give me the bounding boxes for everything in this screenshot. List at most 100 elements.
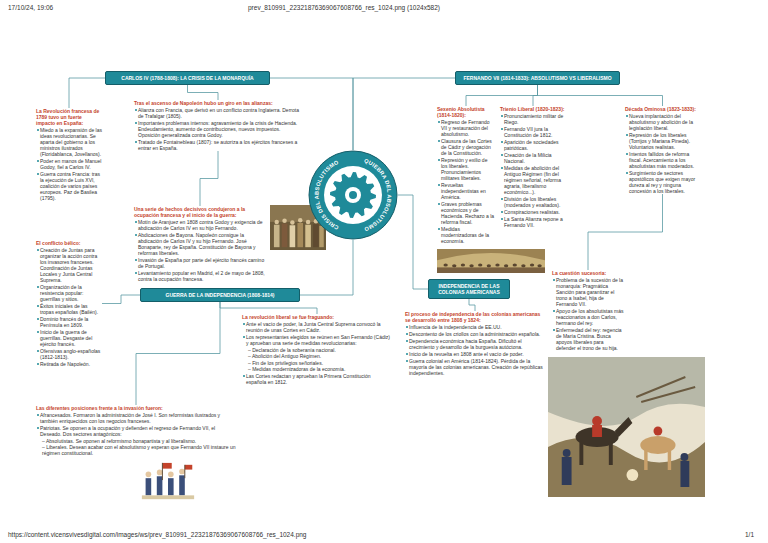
bullet-text: Nueva implantación del absolutismo y abo… xyxy=(625,113,700,131)
bullet-dot xyxy=(406,333,408,335)
text-block: El conflicto bélico:Creación de Juntas p… xyxy=(36,240,102,367)
bullet-dot xyxy=(626,172,628,174)
bullet-dot xyxy=(438,228,440,230)
wheel-outline: CRISIS DEL ABSOLUTISMO QUIEBRA DEL ABSOLU… xyxy=(308,150,398,240)
bullet-dot xyxy=(37,318,39,320)
bullet-text: Fernando VII jura la Constitución de 181… xyxy=(500,126,566,138)
bullet-text: – Liberales. Desean acabar con el absolu… xyxy=(36,444,236,456)
central-wheel: CRISIS DEL ABSOLUTISMO QUIEBRA DEL ABSOLU… xyxy=(308,150,398,240)
bullet-text: Descontento de los criollos con la admin… xyxy=(405,331,545,337)
bullet-text: Tratado de Fontainebleau (1807): se auto… xyxy=(134,139,302,151)
ring-text: CRISIS DEL ABSOLUTISMO xyxy=(313,159,339,231)
bullet-text: Creación de Juntas para organizar la acc… xyxy=(36,247,102,283)
bullet-dot xyxy=(406,360,408,362)
band-title: FERNANDO VII (1814-1833): ABSOLUTISMO VS… xyxy=(460,75,615,81)
bullet-text: Importantes problemas internos: agravami… xyxy=(134,120,302,138)
bullet-dot xyxy=(438,203,440,205)
text-block: Sexenio Absolutista (1814-1820):Regreso … xyxy=(437,106,495,244)
bullet-text: – Abolición del Antiguo Régimen. xyxy=(242,353,392,359)
bullet-dot xyxy=(553,329,555,331)
bullet-dot xyxy=(37,305,39,307)
band-title: GUERRA DE LA INDEPENDENCIA (1808-1814) xyxy=(145,292,295,298)
bullet-dot xyxy=(626,115,628,117)
text-block: La cuestión sucesoria:Problema de la suc… xyxy=(552,270,624,351)
text-block: La Revolución francesa de 1789 tuvo un f… xyxy=(36,108,102,201)
bullet-dot xyxy=(501,198,503,200)
bullet-dot xyxy=(501,154,503,156)
bullet-dot xyxy=(37,331,39,333)
bullet-text: Inicio de la guerra de guerrillas. Desga… xyxy=(36,329,102,347)
bullet-dot xyxy=(438,121,440,123)
bullet-text: Miedo a la expansión de las ideas revolu… xyxy=(36,127,102,157)
bullet-text: Apoyo de los absolutistas más reaccionar… xyxy=(552,308,624,326)
bullet-text: – Medidas modernizadoras de la economía. xyxy=(242,366,392,372)
print-header: prev_810991_22321876369067608766_res_102… xyxy=(248,4,440,12)
bullet-dot xyxy=(135,109,137,111)
bullet-dot xyxy=(501,167,503,169)
connector-line xyxy=(220,302,317,314)
bullet-dot xyxy=(37,427,39,429)
bullet-text: Inicio de la revuelta en 1808 ante el va… xyxy=(405,351,545,357)
bullet-text: Invasión de España por parte del ejércit… xyxy=(134,257,266,269)
block-heading: La Revolución francesa de 1789 tuvo un f… xyxy=(36,108,102,126)
bullet-text: Clausura de las Cortes de Cádiz y deroga… xyxy=(437,138,495,156)
connector-line xyxy=(398,195,428,289)
bullet-text: Represión y exilio de los liberales. Pro… xyxy=(437,157,495,181)
bullet-dot xyxy=(135,122,137,124)
connector-line xyxy=(538,85,663,106)
text-block: La revolución liberal se fue fraguando:A… xyxy=(242,314,392,385)
connector-line xyxy=(69,78,105,108)
connector-line xyxy=(102,295,140,304)
connector-line xyxy=(466,85,538,106)
print-footer: https://content.vicensvivesdigital.com/i… xyxy=(8,531,307,539)
bullet-dot xyxy=(37,414,39,416)
bullet-text: – Declaración de la soberanía nacional. xyxy=(242,347,392,353)
bullet-dot xyxy=(438,140,440,142)
bullet-text: Dependencia económica hacia España. Difi… xyxy=(405,338,545,350)
bullet-text: Represión de los liberales (Torrijos y M… xyxy=(625,132,700,150)
bullet-text: Guerra colonial en América (1814-1824). … xyxy=(405,358,545,376)
connector-line xyxy=(188,85,219,100)
bullet-dot xyxy=(626,134,628,136)
connector-line xyxy=(136,302,220,405)
bullet-dot xyxy=(626,153,628,155)
bullet-text: Medidas de abolición del Antiguo Régimen… xyxy=(500,165,566,195)
bullet-dot xyxy=(553,310,555,312)
bullet-dot xyxy=(135,272,137,274)
bullet-dot xyxy=(501,141,503,143)
text-block: Trienio Liberal (1820-1823):Pronunciamie… xyxy=(500,106,566,228)
bullet-text: Motín de Aranjuez en 1808 contra Godoy y… xyxy=(134,219,266,231)
cortes-painting xyxy=(437,249,545,273)
bullet-dot xyxy=(135,234,137,236)
bullet-text: Alianza con Francia, que derivó en un co… xyxy=(134,107,302,119)
band-title: INDEPENDENCIA DE LAS COLONIAS AMERICANAS xyxy=(433,283,505,295)
bullet-dot xyxy=(553,279,555,281)
ring-text: QUIEBRA DEL ABSOLUTISMO xyxy=(363,157,393,232)
bullet-dot xyxy=(501,211,503,213)
block-heading: Una serie de hechos decisivos condujeron… xyxy=(134,206,266,218)
connector-line xyxy=(469,299,475,311)
bullet-text: Revueltas independentistas en América. xyxy=(437,182,495,200)
bullet-dot xyxy=(438,159,440,161)
section-band: FERNANDO VII (1814-1833): ABSOLUTISMO VS… xyxy=(455,71,620,85)
bullet-dot xyxy=(37,363,39,365)
bullet-text: Organización de la resistencia popular: … xyxy=(36,284,102,302)
bullet-dot xyxy=(37,286,39,288)
bullet-text: Intentos fallidos de reforma fiscal. Ace… xyxy=(625,151,700,169)
text-block: Década Ominosa (1823-1833):Nueva implant… xyxy=(625,106,700,194)
text-block: El proceso de independencia de las colon… xyxy=(405,311,545,376)
bullet-text: Surgimiento de sectores apostólicos que … xyxy=(625,170,700,194)
bullet-text: Enfermedad del rey: regencia de María Cr… xyxy=(552,327,624,351)
bullet-dot xyxy=(37,249,39,251)
band-title: CARLOS IV (1788-1808): LA CRISIS DE LA M… xyxy=(110,75,265,81)
bullet-text: Afrancesados. Formaron la administración… xyxy=(36,412,236,424)
bullet-dot xyxy=(501,218,503,220)
text-block: Las diferentes posiciones frente a la in… xyxy=(36,405,236,456)
block-heading: Trienio Liberal (1820-1823): xyxy=(500,106,566,112)
battle-painting xyxy=(548,357,705,497)
print-footer: 1/1 xyxy=(745,531,754,539)
bullet-text: Aparición de sociedades patrióticas. xyxy=(500,139,566,151)
bullet-text: Medidas modernizadoras de la economía. xyxy=(437,226,495,244)
bullet-dot xyxy=(243,336,245,338)
bullet-dot xyxy=(243,375,245,377)
